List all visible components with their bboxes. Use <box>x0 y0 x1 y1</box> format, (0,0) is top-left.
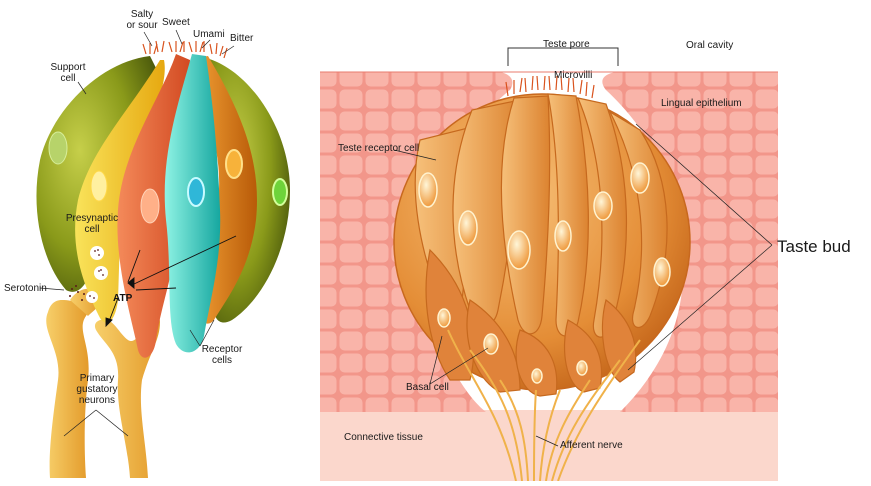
taste-pore-bracket <box>508 48 618 66</box>
label-primary-gustatory-neurons: Primary gustatory neurons <box>68 373 126 406</box>
label-salty-or-sour: Salty or sour <box>120 9 164 31</box>
label-oral-cavity: Oral cavity <box>686 40 733 51</box>
label-lingual-epithelium: Lingual epithelium <box>661 98 742 109</box>
label-connective-tissue: Connective tissue <box>344 432 423 443</box>
support-cell-right-nucleus <box>273 179 287 205</box>
label-taste-pore: Teste pore <box>543 39 590 50</box>
support-cell-left-nucleus <box>49 132 67 164</box>
label-atp: ATP <box>113 293 132 304</box>
label-microvilli: Microvilli <box>554 70 592 81</box>
label-presynaptic-cell: Presynaptic cell <box>60 213 124 235</box>
left-taste-bud-diagram <box>36 41 290 478</box>
label-basal-cell: Basal cell <box>406 382 449 393</box>
label-sweet: Sweet <box>162 17 190 28</box>
label-umami: Umami <box>193 29 225 40</box>
left-microvilli <box>143 41 227 58</box>
label-support-cell: Support cell <box>46 62 90 84</box>
label-serotonin: Serotonin <box>4 283 47 294</box>
sweet-receptor-nucleus <box>188 178 204 206</box>
label-receptor-cells: Receptor cells <box>196 344 248 366</box>
label-taste-receptor-cell: Teste receptor cell <box>338 143 419 154</box>
right-taste-bud-diagram <box>320 48 778 481</box>
label-taste-bud: Taste bud <box>777 238 851 256</box>
bitter-receptor-nucleus <box>226 150 242 178</box>
salty-receptor-nucleus <box>141 189 159 223</box>
label-bitter: Bitter <box>230 33 253 44</box>
label-afferent-nerve: Afferent nerve <box>560 440 623 451</box>
presynaptic-nucleus <box>91 171 107 201</box>
